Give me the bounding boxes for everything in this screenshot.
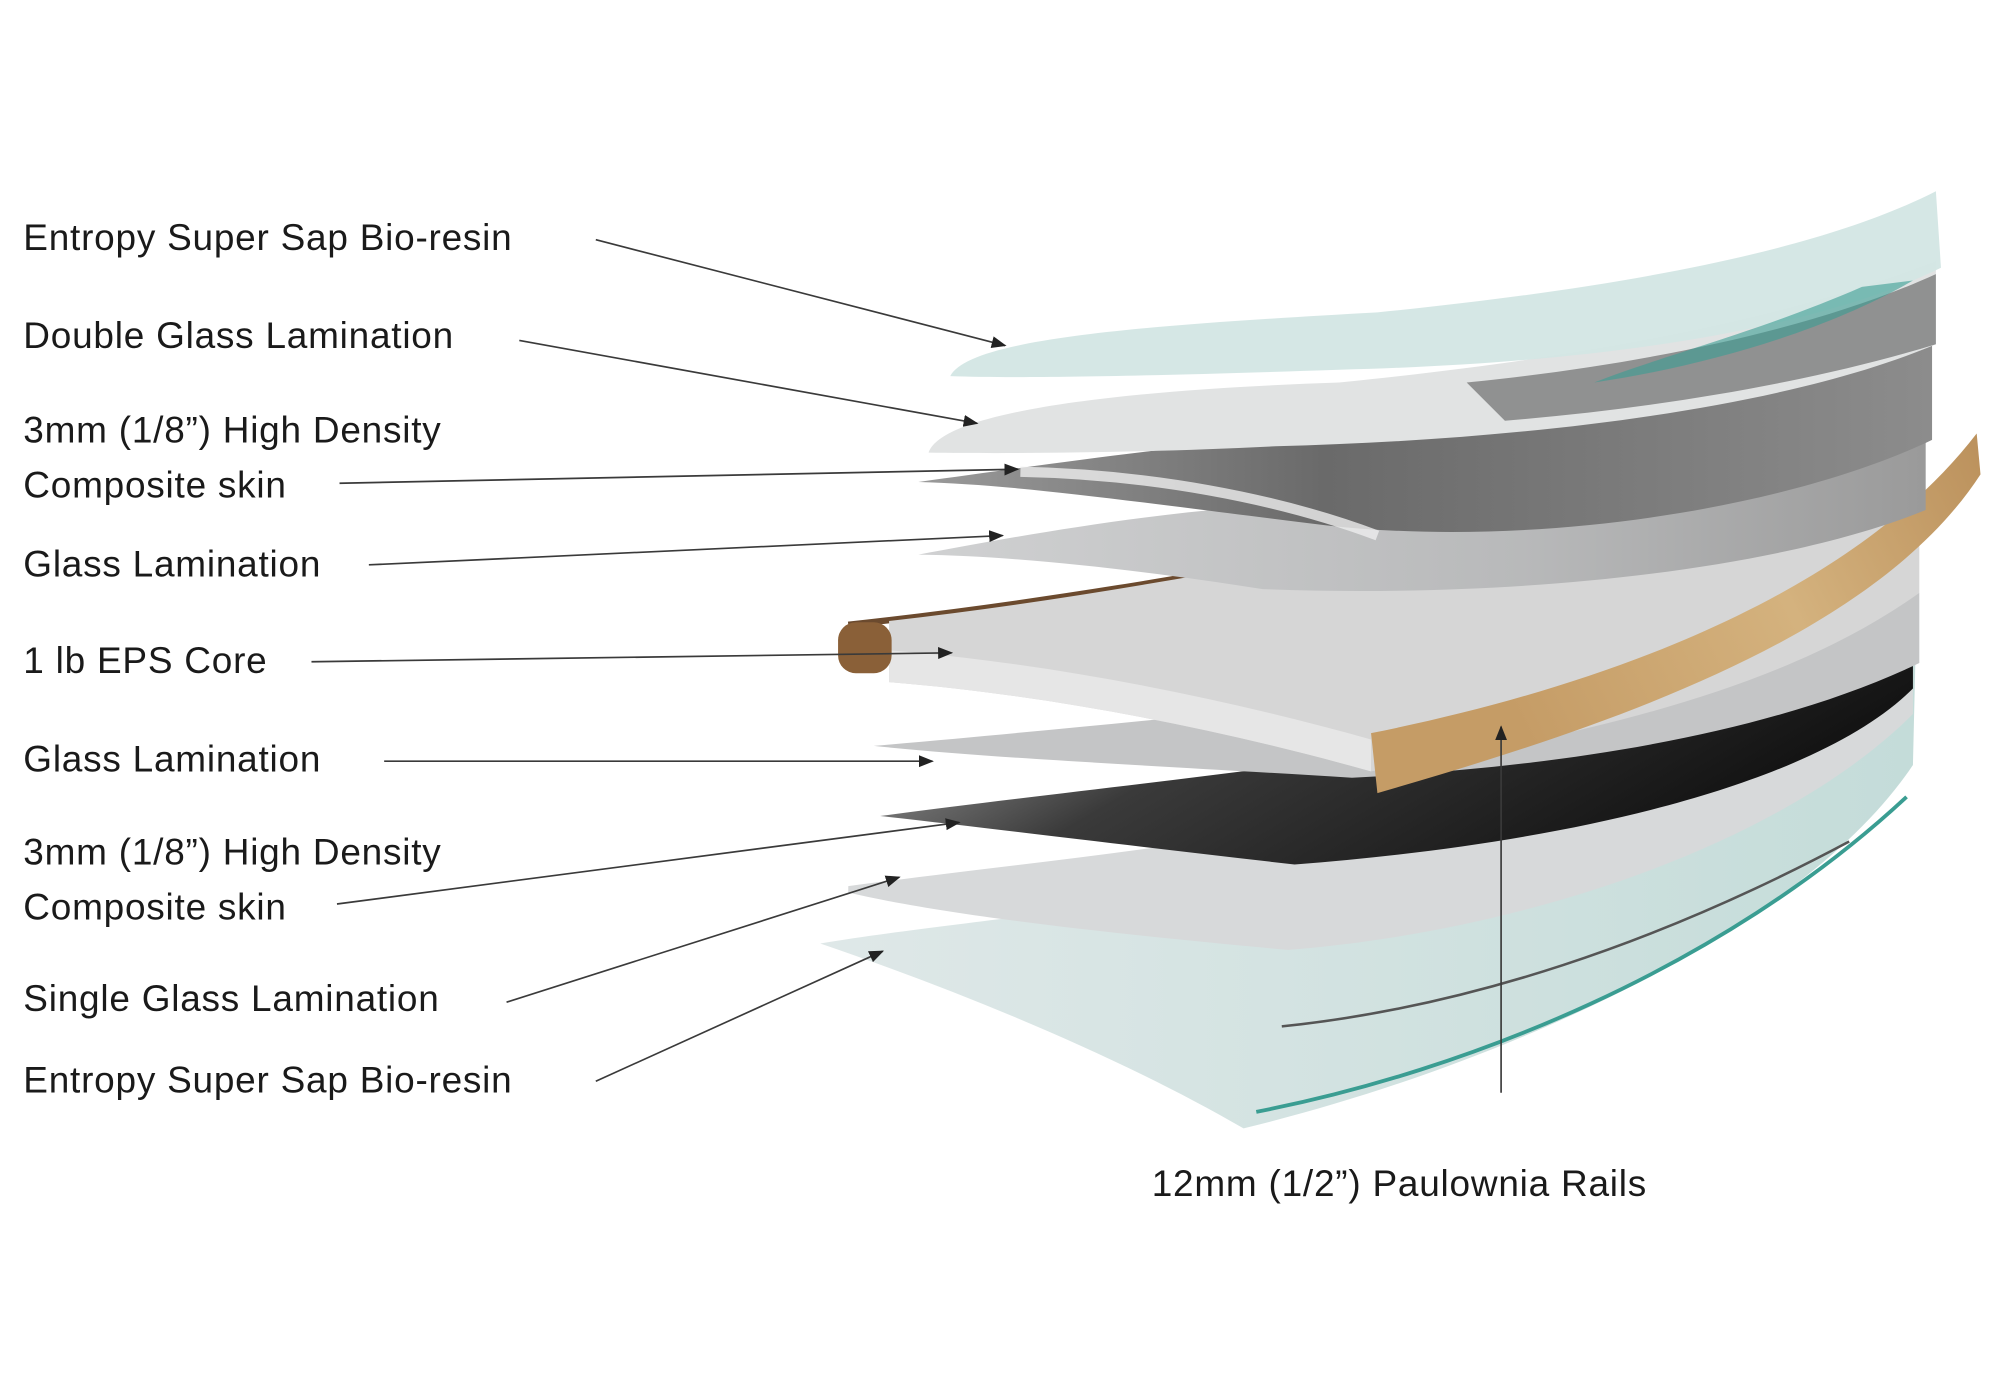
label-double-glass: Double Glass Lamination — [23, 315, 454, 356]
leader-bottom-skin — [336, 818, 961, 905]
label-bottom-resin: Entropy Super Sap Bio-resin — [23, 1060, 512, 1101]
leader-core — [311, 647, 954, 663]
leader-single-glass — [506, 875, 901, 1003]
label-single-glass: Single Glass Lamination — [23, 978, 439, 1019]
layer-lower-glass — [873, 592, 1920, 778]
label-top-skin-line2: Composite skin — [23, 464, 286, 505]
layer-bottom-composite-skin — [880, 624, 1913, 865]
leader-lines — [311, 238, 1508, 1093]
left-rail-cap — [838, 622, 892, 674]
leader-upper-glass — [368, 530, 1005, 566]
layer-single-glass — [848, 643, 1913, 950]
label-upper-glass: Glass Lamination — [23, 543, 321, 584]
label-bottom-skin-line1: 3mm (1/8”) High Density — [23, 831, 441, 872]
label-top-skin-line1: 3mm (1/8”) High Density — [23, 409, 441, 450]
layer-top-resin — [950, 191, 1941, 383]
leader-top-resin — [595, 238, 1007, 348]
paulownia-rail — [1371, 433, 1981, 794]
leader-double-glass — [519, 339, 979, 427]
label-lower-glass: Glass Lamination — [23, 738, 321, 779]
label-rails: 12mm (1/2”) Paulownia Rails — [1152, 1163, 1647, 1204]
leader-top-skin — [339, 463, 1020, 485]
layer-upper-glass — [918, 382, 1926, 591]
label-top-resin: Entropy Super Sap Bio-resin — [23, 217, 512, 258]
label-bottom-skin-line2: Composite skin — [23, 886, 286, 927]
label-core: 1 lb EPS Core — [23, 640, 267, 681]
leader-bottom-resin — [595, 950, 885, 1082]
